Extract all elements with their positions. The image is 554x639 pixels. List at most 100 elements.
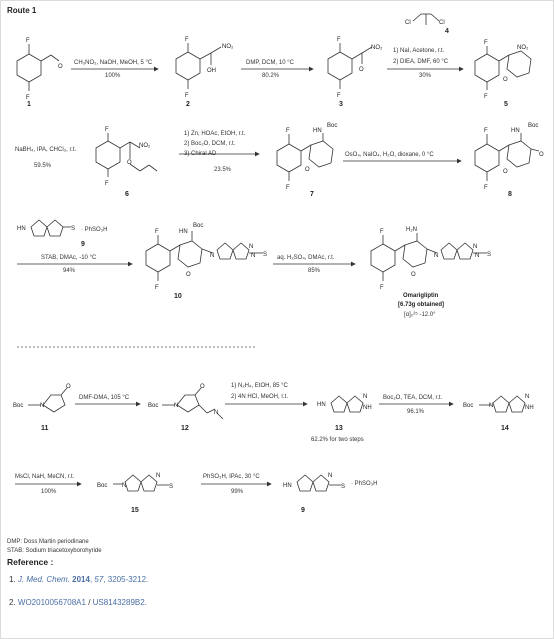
reference-1-journal[interactable]: J. Med. Chem. (17, 575, 70, 584)
compound-12-structure: Boc N O N (148, 384, 224, 420)
step7-reagent-salt: · PhSO₃H (81, 227, 108, 233)
step12-yield: 100% (41, 489, 57, 495)
svg-text:HN: HN (511, 128, 520, 134)
step10-conditions-2: 2) 4N HCl, MeOH, r.t. (231, 394, 289, 400)
reference-2-patent-us[interactable]: US8143289B2. (92, 598, 147, 607)
compound-7-structure: F HN Boc O F (276, 123, 337, 191)
product-rotation: [α]₀²⁵ -12.0° (404, 312, 436, 318)
svg-text:NH: NH (363, 405, 372, 411)
svg-text:N: N (156, 473, 160, 479)
svg-text:OH: OH (207, 68, 216, 74)
svg-text:N: N (122, 483, 126, 489)
step4-conditions: NaBH₄, IPA, CHCl₃, r.t. (15, 147, 77, 153)
compound-3-label: 3 (339, 101, 343, 108)
svg-text:O: O (127, 160, 132, 166)
step11-conditions: Boc₂O, TEA, DCM, r.t. (383, 395, 443, 401)
step4-yield: 59.5% (34, 163, 52, 169)
compound-9b-label: 9 (301, 507, 305, 514)
svg-text:NO₂: NO₂ (371, 45, 383, 51)
compound-2-structure: F NO₂ OH F (175, 37, 234, 99)
svg-text:O: O (503, 169, 508, 175)
compound-13-structure: HN N NH (317, 394, 372, 413)
reference-1-volume[interactable]: 57 (94, 575, 104, 584)
reference-1-pages[interactable]: 3205-3212. (107, 575, 149, 584)
svg-text:O: O (186, 272, 191, 278)
svg-text:N: N (249, 244, 253, 250)
compound-4-label: 4 (445, 28, 449, 35)
svg-text:F: F (185, 93, 189, 99)
step8-yield: 85% (308, 268, 321, 274)
svg-text:F: F (155, 285, 159, 291)
compound-13-label: 13 (335, 425, 343, 432)
step5-conditions-1: 1) Zn, HOAc, EtOH, r.t. (184, 131, 246, 137)
svg-text:Cl: Cl (439, 20, 445, 26)
compound-8-structure: F HN Boc O O F (474, 123, 544, 191)
svg-text:O: O (58, 64, 63, 70)
svg-text:Boc: Boc (13, 403, 23, 409)
svg-text:Boc: Boc (327, 123, 337, 129)
svg-text:HN: HN (283, 483, 292, 489)
step11-yield: 96.1% (407, 409, 425, 415)
compound-9-label: 9 (81, 241, 85, 248)
reference-1-year[interactable]: 2014 (72, 575, 90, 584)
svg-text:N: N (434, 253, 438, 259)
compound-14-structure: Boc N N NH (463, 394, 534, 413)
svg-text:F: F (484, 40, 488, 46)
step6-conditions: OsO₄, NaIO₄, H₂O, dioxane, 0 °C (345, 152, 434, 158)
product-name: Omarigliptin (403, 293, 439, 299)
reference-1[interactable]: 1. J. Med. Chem. 2014, 57, 3205-3212. (9, 575, 149, 584)
svg-text:N: N (328, 473, 332, 479)
compound-5-structure: F NO₂ O F (474, 40, 532, 100)
svg-text:N: N (363, 394, 367, 400)
svg-text:F: F (286, 128, 290, 134)
abbreviation-stab: STAB: Sodium triacetoxyborohyride (7, 548, 102, 554)
compound-1-structure: F O F (16, 38, 63, 101)
compound-9-structure: HN S (17, 219, 75, 237)
svg-text:O: O (200, 384, 205, 390)
svg-text:N: N (251, 253, 255, 259)
svg-text:NO₂: NO₂ (139, 143, 151, 149)
reference-2[interactable]: 2. WO2010056708A1 / US8143289B2. (9, 599, 147, 607)
compound-10-label: 10 (174, 293, 182, 300)
svg-text:NO₂: NO₂ (517, 45, 529, 51)
svg-text:F: F (380, 229, 384, 235)
svg-text:F: F (484, 94, 488, 100)
svg-text:HN: HN (17, 226, 26, 232)
svg-text:Cl: Cl (405, 20, 411, 26)
svg-text:O: O (411, 272, 416, 278)
svg-text:S: S (263, 252, 267, 258)
svg-text:HN: HN (313, 128, 322, 134)
step12-conditions: MsCl, NaH, MeCN, r.t. (15, 474, 75, 480)
step5-yield: 23.5% (214, 167, 232, 173)
svg-text:O: O (66, 384, 71, 390)
svg-text:F: F (484, 128, 488, 134)
reference-title: Reference : (7, 557, 54, 567)
step1-yield: 100% (105, 73, 121, 79)
svg-text:Boc: Boc (97, 483, 107, 489)
svg-text:N: N (40, 403, 44, 409)
svg-text:F: F (337, 37, 341, 43)
compound-1-label: 1 (27, 101, 31, 108)
step10-conditions-1: 1) N₂H₄, EtOH, 85 °C (231, 383, 288, 389)
compound-6-label: 6 (125, 191, 129, 198)
compound-9b-structure: HN N S (283, 473, 345, 492)
svg-text:N: N (489, 403, 493, 409)
compound-5-label: 5 (504, 101, 508, 108)
svg-text:F: F (286, 185, 290, 191)
compound-6-structure: F NO₂ O F (95, 127, 158, 187)
compound-15-label: 15 (131, 507, 139, 514)
svg-text:NO₂: NO₂ (222, 44, 234, 50)
svg-text:N: N (174, 403, 178, 409)
svg-text:S: S (169, 484, 173, 490)
compound-7-label: 7 (310, 191, 314, 198)
reference-1-index: 1. (9, 575, 16, 584)
compound-11-label: 11 (41, 425, 49, 432)
step7-yield: 94% (63, 268, 76, 274)
step5-conditions-2: 2) Boc₂O, DCM, r.t. (184, 141, 236, 147)
reference-2-patent-wo[interactable]: WO2010056708A1 (17, 598, 86, 607)
compound-14-label: 14 (501, 425, 509, 432)
step3-conditions-2: 2) DIEA, DMF, 60 °C (393, 59, 449, 65)
svg-text:F: F (155, 229, 159, 235)
route-title: Route 1 (7, 6, 37, 15)
